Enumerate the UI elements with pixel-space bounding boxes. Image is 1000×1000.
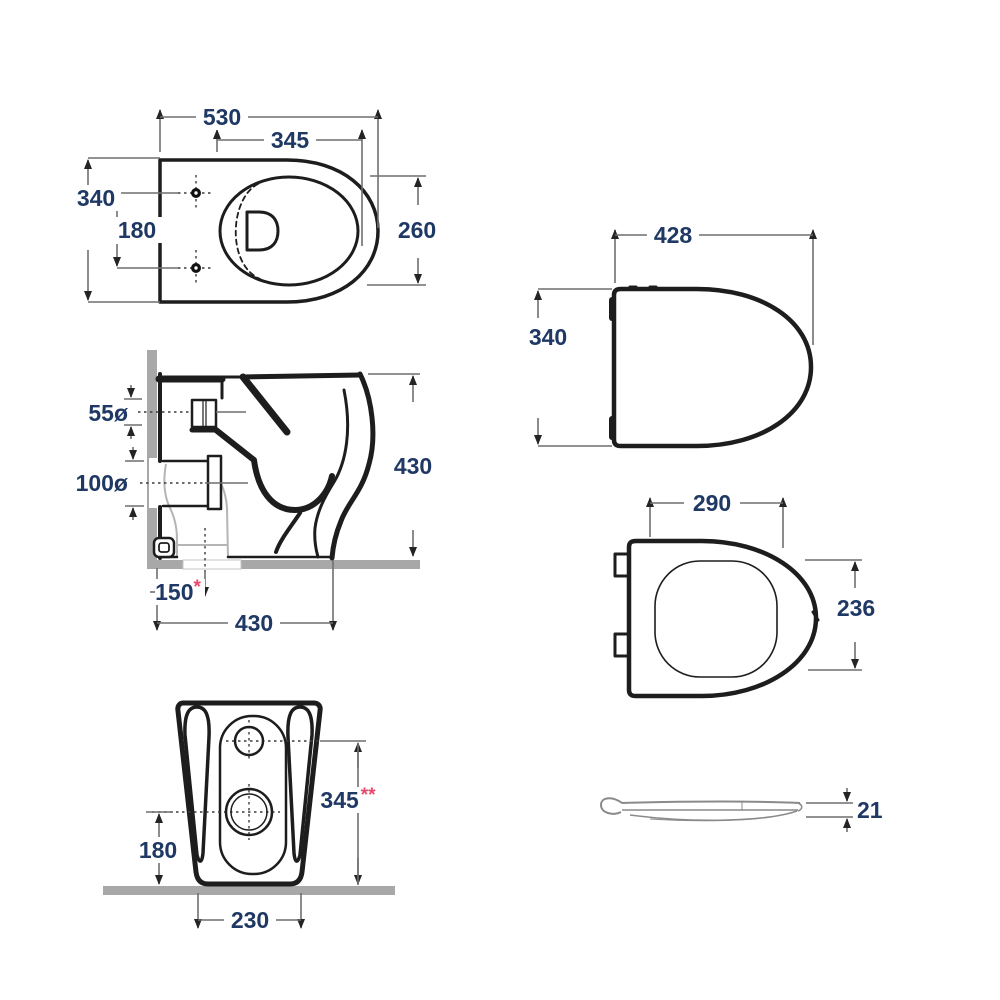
pan-front-inner — [313, 388, 350, 559]
dim-100-label: 100ø — [76, 470, 128, 496]
lid-outline — [611, 286, 814, 449]
dim-100 — [125, 447, 248, 520]
dim-260 — [367, 175, 426, 286]
dim-430-depth — [157, 560, 337, 631]
dim-530 — [156, 109, 382, 228]
dim-290-label: 290 — [693, 490, 731, 516]
dim-340-lid-label: 340 — [529, 324, 567, 350]
seat-ring-view: 290 236 — [613, 490, 883, 699]
pan-front-profile — [329, 371, 376, 561]
dim-345-rear — [320, 740, 366, 885]
dim-530-label: 530 — [203, 104, 241, 130]
dim-180-holes-label: 180 — [118, 217, 156, 243]
dim-345-top-label: 345 — [271, 127, 310, 153]
dim-260-label: 260 — [398, 217, 436, 243]
pan-top-view: 530 345 340 180 260 — [71, 104, 443, 304]
pan-side-view: 55ø 100ø 430 150* 430 — [76, 350, 439, 636]
seat-bumper-curl — [599, 797, 623, 815]
dim-345-top — [213, 129, 366, 246]
fixing-hole-bottom — [178, 250, 214, 286]
dim-55-label: 55ø — [88, 400, 128, 426]
floor-line — [103, 886, 395, 895]
dim-230 — [194, 893, 305, 929]
water-inlet-hole — [226, 720, 320, 762]
bowl-waterline-dashed — [234, 183, 261, 280]
dim-21 — [806, 788, 853, 832]
floor-pipe-opening — [182, 559, 242, 570]
dim-150-label: 150* — [155, 577, 201, 605]
rear-right-channel — [286, 705, 314, 863]
floor-section — [147, 560, 420, 569]
dim-340-lid — [534, 288, 612, 447]
dim-430-depth-label: 430 — [235, 610, 273, 636]
pan-rear-view: 345** 180 230 — [103, 700, 395, 933]
dim-236-label: 236 — [837, 595, 875, 621]
dim-21-label: 21 — [857, 797, 883, 823]
inlet-socket — [190, 398, 218, 429]
dim-340-left — [84, 157, 160, 303]
dim-340-left-label: 340 — [77, 185, 115, 211]
trap-outlet — [245, 210, 280, 252]
dim-430-height-label: 430 — [394, 453, 432, 479]
seat-profile-top — [621, 800, 801, 804]
dim-428 — [611, 229, 817, 345]
seat-lid-view: 428 340 — [522, 222, 817, 449]
outlet-hole — [152, 784, 280, 840]
dim-290 — [646, 497, 787, 548]
dim-236 — [805, 559, 862, 671]
dim-180-rear-label: 180 — [139, 837, 177, 863]
dim-55 — [124, 385, 246, 439]
bowl-rim — [218, 175, 360, 287]
seat-profile-underside — [629, 810, 798, 821]
floor-drain-icon — [152, 536, 176, 559]
seat-profile-view: 21 — [599, 788, 883, 832]
dim-428-label: 428 — [654, 222, 693, 248]
dim-230-label: 230 — [231, 907, 269, 933]
ring-outline — [626, 538, 819, 699]
pan-side-outline — [155, 371, 376, 561]
dim-430-height — [368, 373, 420, 557]
dim-180-rear — [146, 811, 173, 885]
rear-center-recess — [218, 714, 288, 876]
rear-left-channel — [183, 705, 211, 863]
dim-345-rear-label: 345** — [320, 785, 376, 813]
trap-channel — [213, 427, 335, 513]
fixing-hole-top — [178, 175, 214, 211]
ring-inner-opening — [654, 560, 778, 678]
pan-top-outline — [158, 158, 380, 304]
